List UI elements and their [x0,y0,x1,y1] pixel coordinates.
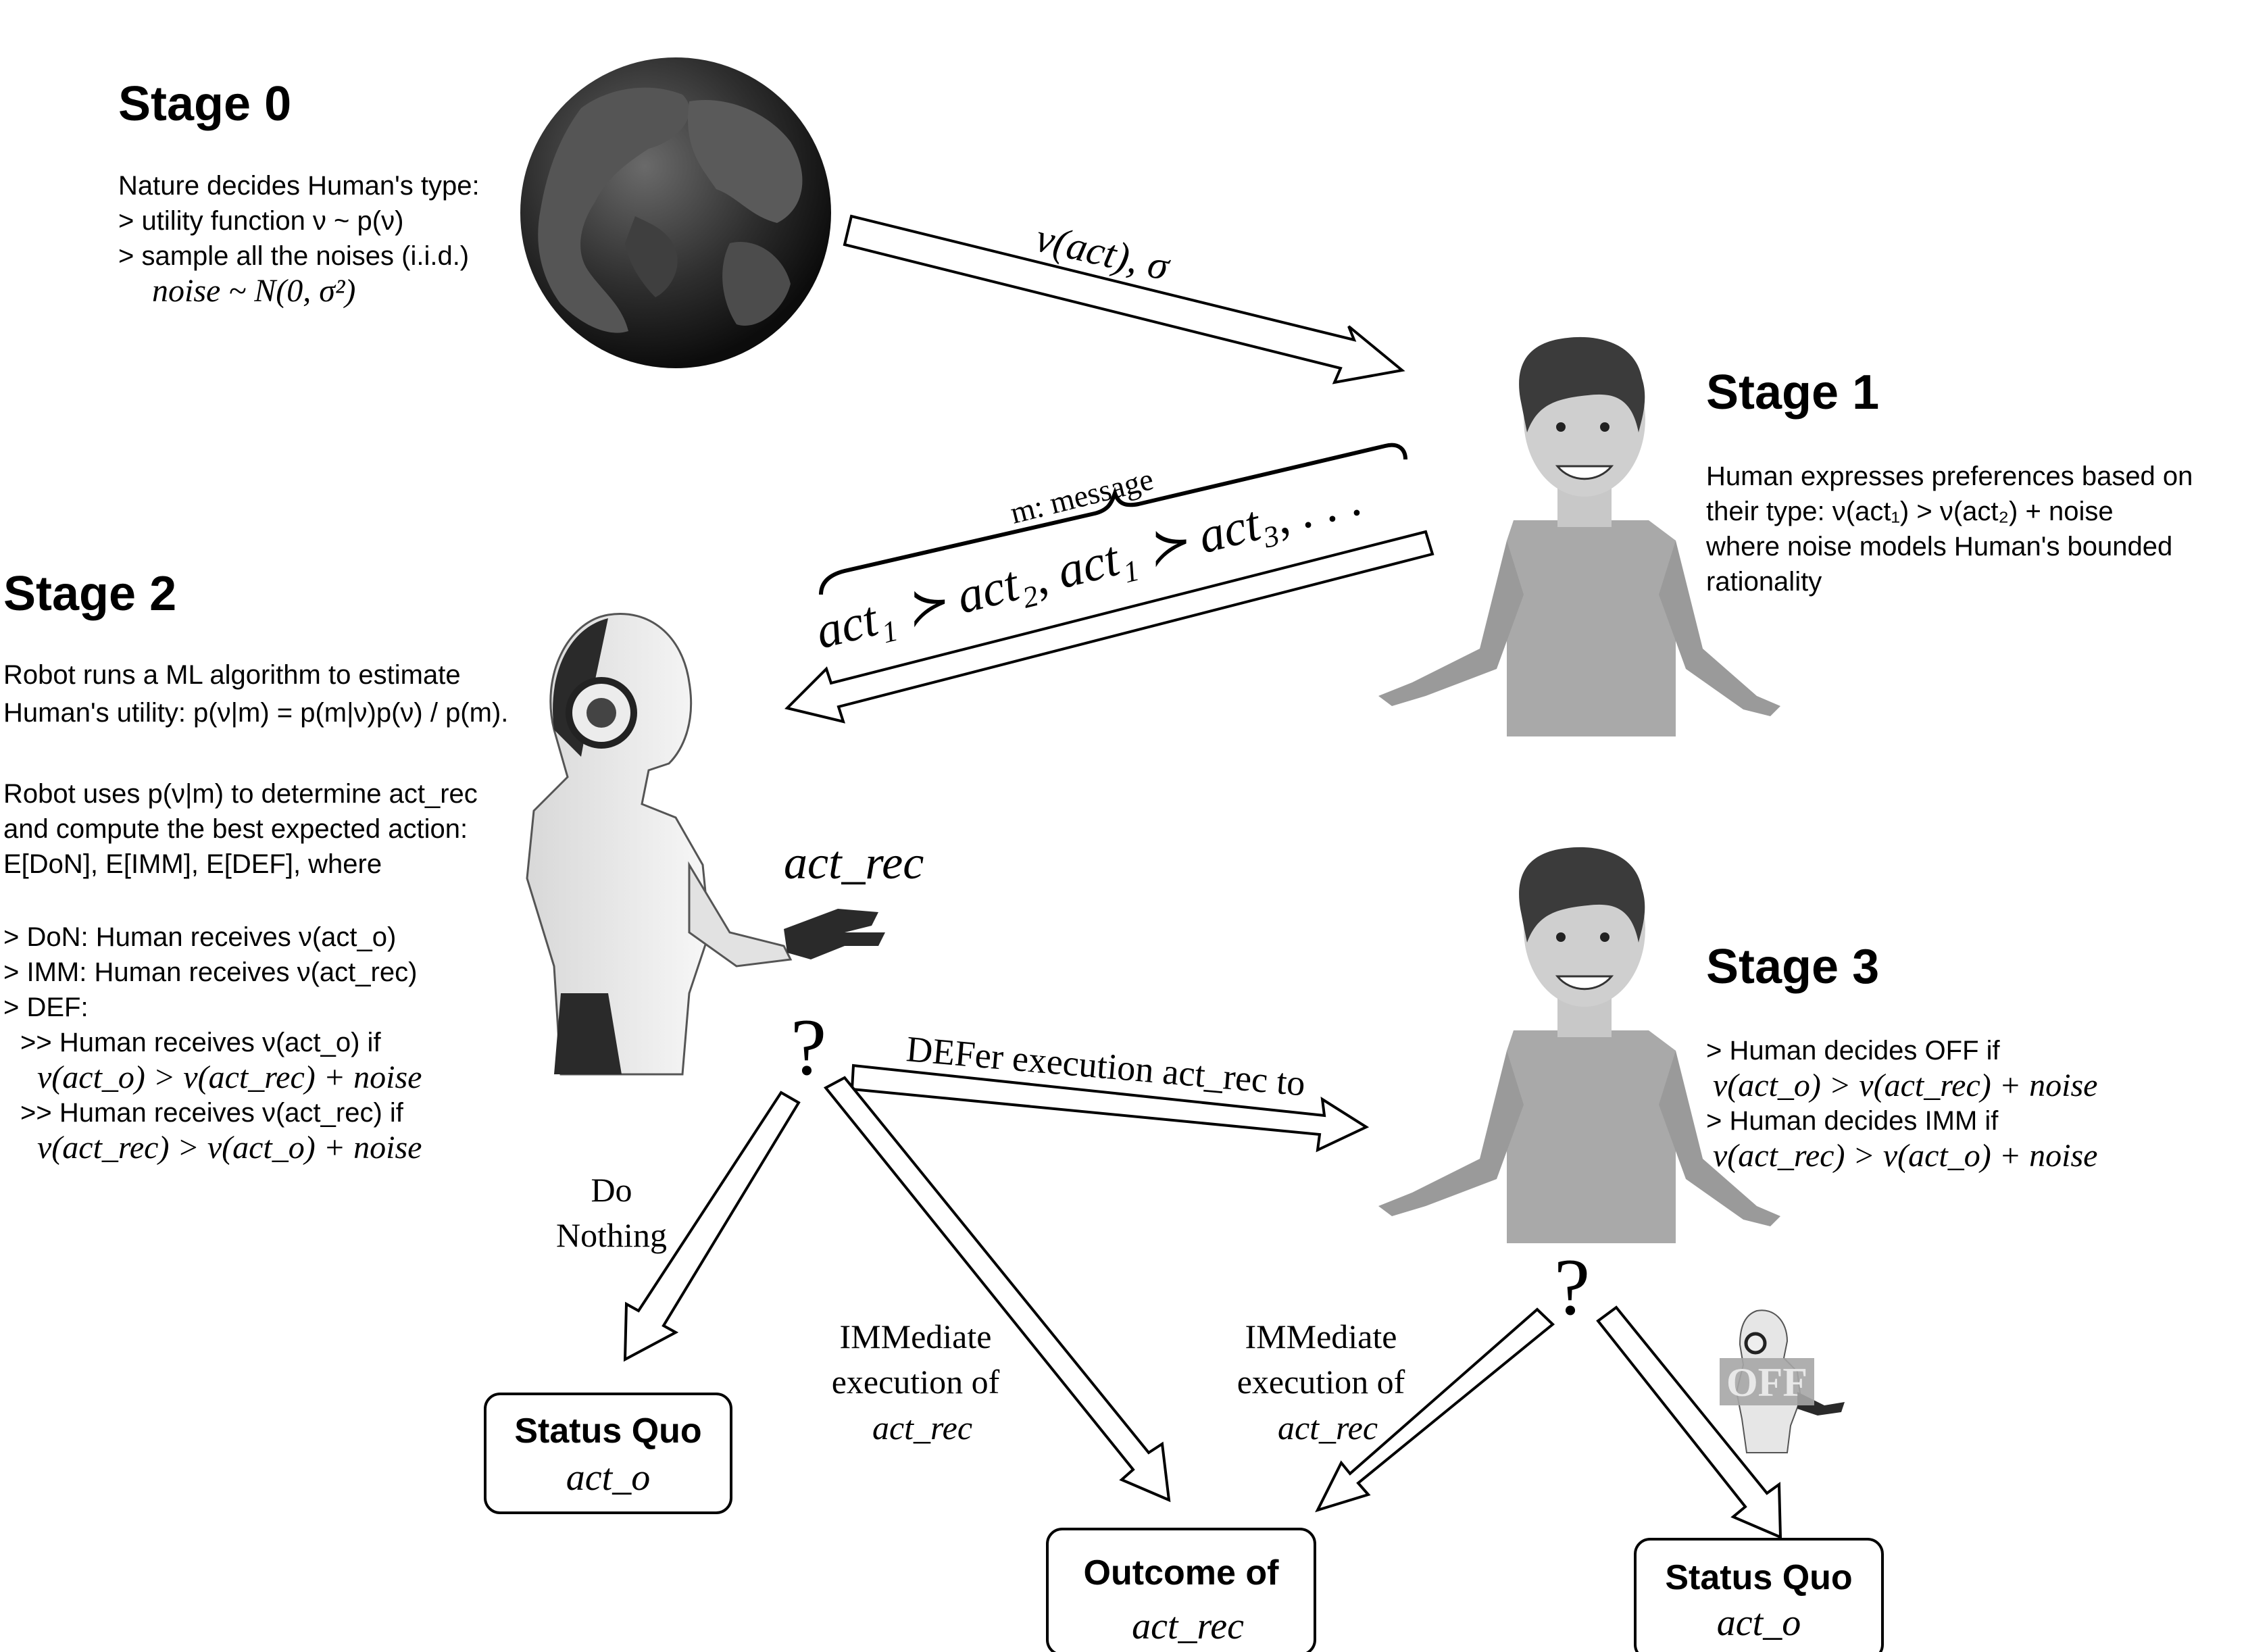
stage2-line-13: >> Human receives ν(act_rec) if [20,1098,404,1128]
stage2-title: Stage 2 [3,567,176,621]
box-outcome-math: act_rec [1132,1605,1244,1647]
box-status-quo-left-math: act_o [566,1457,650,1499]
box-status-quo-right-title: Status Quo [1665,1558,1852,1597]
stage3-block: Stage 3 > Human decides OFF if ν(act_o) … [1706,940,2097,1174]
edge-label-imm-human-3: act_rec [1278,1409,1378,1447]
edge-label-imm-robot-2: execution of [832,1363,1000,1401]
message-label: m: message [1007,461,1157,530]
stage0-line-2: > utility function ν ~ p(ν) [118,206,403,236]
arrow-message-to-robot [784,530,1434,724]
edge-label-imm-robot-1: IMMediate [840,1318,992,1355]
stage0-line-1: Nature decides Human's type: [118,171,480,201]
edge-label-nothing: Nothing [556,1216,667,1254]
stage2-line-4: Robot uses p(ν|m) to determine act_rec [3,779,478,809]
stage3-line-4: ν(act_rec) > ν(act_o) + noise [1713,1138,2097,1174]
stage0-line-4: noise ~ N(0, σ²) [152,273,355,309]
human-figure-stage1 [1378,336,1780,736]
stage2-line-5: and compute the best expected action: [3,814,468,844]
edge-label-imm-human-2: execution of [1237,1363,1405,1401]
arrow-defer [850,1063,1370,1153]
arrow-off [1596,1305,1782,1540]
robot-question-mark: ? [791,1002,826,1092]
arrow-imm-robot [823,1076,1171,1503]
stage3-line-2: ν(act_o) > ν(act_rec) + noise [1713,1068,2097,1103]
message-brace [819,443,1407,595]
stage1-title: Stage 1 [1706,366,1879,420]
human-figure-stage3 [1378,847,1780,1243]
stage3-title: Stage 3 [1706,940,1879,994]
box-status-quo-right-math: act_o [1717,1602,1801,1644]
stage2-line-10: > DEF: [3,993,89,1022]
stage2-line-8: > DoN: Human receives ν(act_o) [3,922,396,952]
stage2-line-9: > IMM: Human receives ν(act_rec) [3,957,417,987]
arrow-do-nothing [623,1091,801,1362]
box-status-quo-left: Status Quo act_o [484,1393,732,1514]
robot-off-icon: OFF [1720,1309,1845,1453]
stage0-line-3: > sample all the noises (i.i.d.) [118,241,469,271]
off-badge: OFF [1726,1360,1807,1405]
stage0-block: Stage 0 Nature decides Human's type: > u… [118,77,480,309]
robot-act-rec: act_rec [784,837,924,889]
human-question-mark: ? [1554,1242,1590,1332]
stage1-line-3: where noise models Human's bounded [1705,532,2172,561]
stage2-line-14: ν(act_rec) > ν(act_o) + noise [37,1130,422,1166]
box-outcome-title: Outcome of [1084,1553,1280,1593]
stage2-line-12: ν(act_o) > ν(act_rec) + noise [37,1059,422,1095]
stage1-line-1: Human expresses preferences based on [1706,461,2193,491]
box-status-quo-left-title: Status Quo [514,1411,701,1451]
arrow-imm-human [1315,1307,1555,1513]
stage2-line-11: >> Human receives ν(act_o) if [20,1028,381,1057]
stage2-line-2: Human's utility: p(ν|m) = p(m|ν)p(ν) / p… [3,698,508,728]
stage2-line-6: E[DoN], E[IMM], E[DEF], where [3,849,382,879]
stage3-line-3: > Human decides IMM if [1706,1106,1999,1136]
stage2-block: Stage 2 Robot runs a ML algorithm to est… [3,567,508,1166]
globe-icon [520,57,831,368]
stage2-line-1: Robot runs a ML algorithm to estimate [3,660,461,690]
stage1-block: Stage 1 Human expresses preferences base… [1705,366,2193,597]
stage0-title: Stage 0 [118,77,291,131]
stage1-line-2: their type: ν(act₁) > ν(act₂) + noise [1706,497,2114,526]
robot-figure [526,613,885,1076]
edge-label-do: Do [591,1171,632,1209]
stage3-line-1: > Human decides OFF if [1706,1036,2000,1066]
edge-label-imm-human-1: IMMediate [1245,1318,1397,1355]
box-outcome: Outcome of act_rec [1046,1528,1316,1652]
stage1-line-4: rationality [1706,567,1822,597]
arrow-nature-to-human [843,214,1405,384]
box-status-quo-right: Status Quo act_o [1634,1538,1884,1652]
edge-label-imm-robot-3: act_rec [872,1409,972,1447]
